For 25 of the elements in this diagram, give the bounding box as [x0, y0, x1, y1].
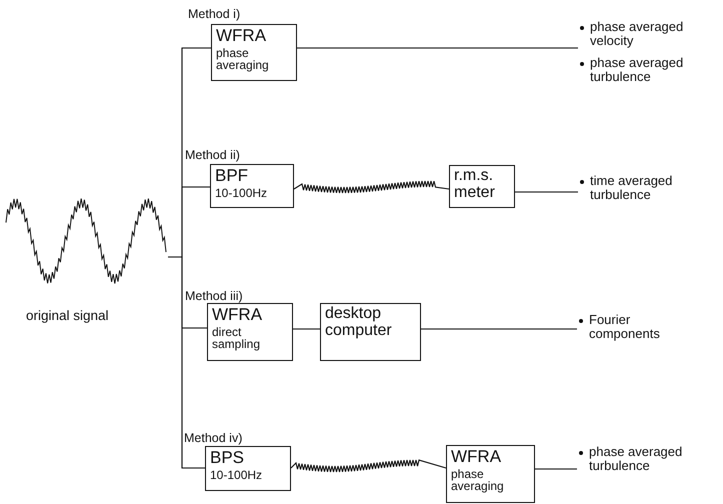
process-box: WFRA phase averaging: [211, 24, 297, 81]
process-box: desktop computer: [320, 303, 421, 361]
result-text: phase averaged velocity: [590, 20, 684, 49]
result-text: Fourier components: [589, 313, 661, 342]
connector-line: [293, 328, 320, 330]
method-label: Method iii): [185, 289, 243, 303]
process-box: WFRA phase averaging: [446, 445, 535, 503]
process-box: WFRA direct sampling: [207, 303, 293, 361]
process-box: BPS 10-100Hz: [205, 446, 291, 491]
result-text: phase averaged turbulence: [590, 56, 684, 84]
connector-line: [421, 328, 577, 330]
filtered-signal-line: [290, 459, 446, 473]
process-box: BPF 10-100Hz: [210, 164, 294, 208]
result-text: phase averaged turbulence: [589, 445, 684, 474]
result-text: time averaged turbulence: [590, 174, 674, 203]
connector-line: [515, 191, 578, 193]
connector-line: [168, 256, 205, 469]
method-label: Method iv): [184, 431, 242, 445]
connector-line: [297, 47, 578, 49]
method-label: Method i): [188, 7, 240, 21]
connector-line: [535, 468, 577, 470]
signal-caption: original signal: [26, 308, 109, 323]
filtered-signal-line: [294, 180, 450, 194]
process-box: r.m.s. meter: [449, 165, 515, 208]
method-label: Method ii): [185, 148, 240, 162]
